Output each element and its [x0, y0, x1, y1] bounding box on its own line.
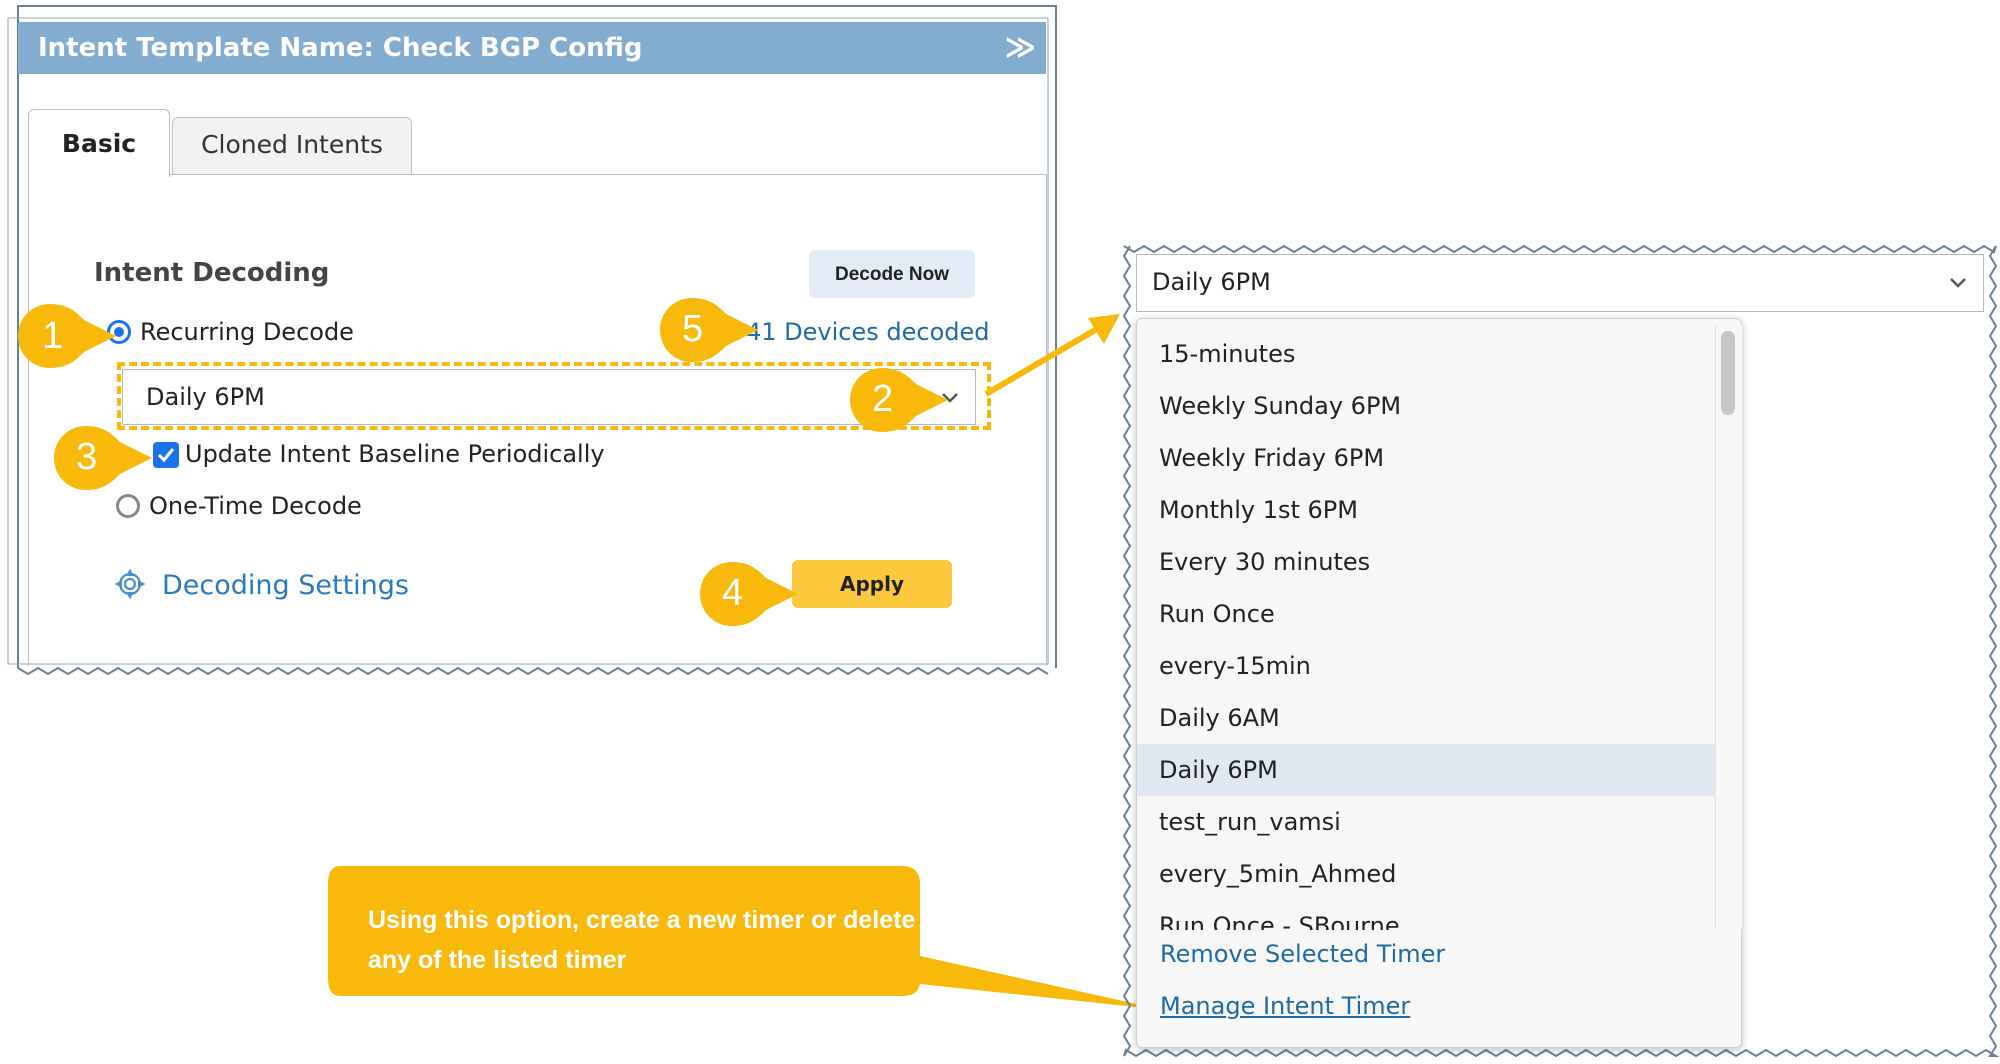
apply-button[interactable]: Apply	[792, 560, 952, 608]
scrollbar-thumb[interactable]	[1721, 331, 1735, 415]
dropdown-option[interactable]: Weekly Sunday 6PM	[1159, 392, 1402, 420]
dropdown-option[interactable]: every-15min	[1159, 652, 1311, 680]
content-border	[1046, 174, 1047, 666]
update-baseline-label: Update Intent Baseline Periodically	[185, 440, 605, 468]
decode-now-button[interactable]: Decode Now	[809, 250, 975, 298]
title-bar: Intent Template Name: Check BGP Config ≫	[18, 22, 1046, 74]
one-time-decode-label: One-Time Decode	[149, 492, 362, 520]
devices-decoded-link[interactable]: 41 Devices decoded	[746, 318, 990, 346]
callout-marker-5	[660, 298, 758, 362]
scrollbar[interactable]	[1715, 325, 1742, 929]
dropdown-panel-frame	[1122, 244, 2000, 1058]
callout-marker-4	[700, 562, 798, 626]
dropdown-option[interactable]: Run Once	[1159, 600, 1275, 628]
callout-number: 2	[872, 378, 894, 420]
chevron-down-icon[interactable]	[938, 385, 962, 409]
dropdown-option[interactable]: every_5min_Ahmed	[1159, 860, 1397, 888]
update-baseline-checkbox[interactable]	[153, 442, 179, 468]
dropdown-option[interactable]: test_run_vamsi	[1159, 808, 1341, 836]
content-border	[28, 176, 29, 666]
double-chevron-right-icon[interactable]: ≫	[1004, 30, 1036, 65]
callout-marker-2	[850, 368, 948, 432]
dropdown-option[interactable]: 15-minutes	[1159, 340, 1296, 368]
schedule-select[interactable]	[122, 369, 976, 425]
section-title: Intent Decoding	[94, 258, 330, 288]
callout-number: 5	[682, 308, 704, 350]
dropdown-option[interactable]: Daily 6AM	[1159, 704, 1280, 732]
tab-divider	[170, 174, 1046, 175]
schedule-select-expanded[interactable]	[1136, 254, 1984, 312]
one-time-decode-radio[interactable]	[116, 494, 140, 518]
recurring-decode-radio[interactable]	[107, 320, 131, 344]
callout-number: 1	[42, 315, 64, 357]
highlight-box	[117, 362, 991, 430]
dropdown-option[interactable]: Weekly Friday 6PM	[1159, 444, 1385, 472]
chevron-down-icon[interactable]	[1946, 270, 1970, 294]
dropdown-option[interactable]: Run Once - SBourne	[1159, 912, 1400, 930]
tab-basic[interactable]: Basic	[28, 109, 170, 177]
remove-selected-timer-link[interactable]: Remove Selected Timer	[1160, 940, 1446, 968]
decoding-settings-link[interactable]: Decoding Settings	[162, 570, 409, 601]
callout-marker-3	[54, 426, 152, 490]
page-title: Intent Template Name: Check BGP Config	[38, 33, 643, 63]
manage-intent-timer-link[interactable]: Manage Intent Timer	[1160, 992, 1411, 1020]
callout-marker-1	[18, 304, 116, 368]
dropdown-menu	[1136, 318, 1742, 1048]
note-callout	[328, 866, 1164, 1010]
callout-number: 3	[76, 436, 98, 478]
dropdown-option[interactable]: Monthly 1st 6PM	[1159, 496, 1358, 524]
callout-number: 4	[722, 572, 744, 614]
left-panel-frame	[7, 5, 1057, 676]
dropdown-option[interactable]: Daily 6PM	[1137, 744, 1715, 796]
recurring-decode-label: Recurring Decode	[140, 318, 354, 346]
tab-cloned-intents[interactable]: Cloned Intents	[172, 117, 412, 174]
dropdown-option[interactable]: Every 30 minutes	[1159, 548, 1371, 576]
schedule-select-value: Daily 6PM	[146, 383, 265, 411]
gear-icon[interactable]	[114, 568, 146, 600]
note-text: Using this option, create a new timer or…	[368, 906, 916, 974]
schedule-select-value: Daily 6PM	[1152, 268, 1271, 296]
connector-arrow	[984, 314, 1120, 397]
